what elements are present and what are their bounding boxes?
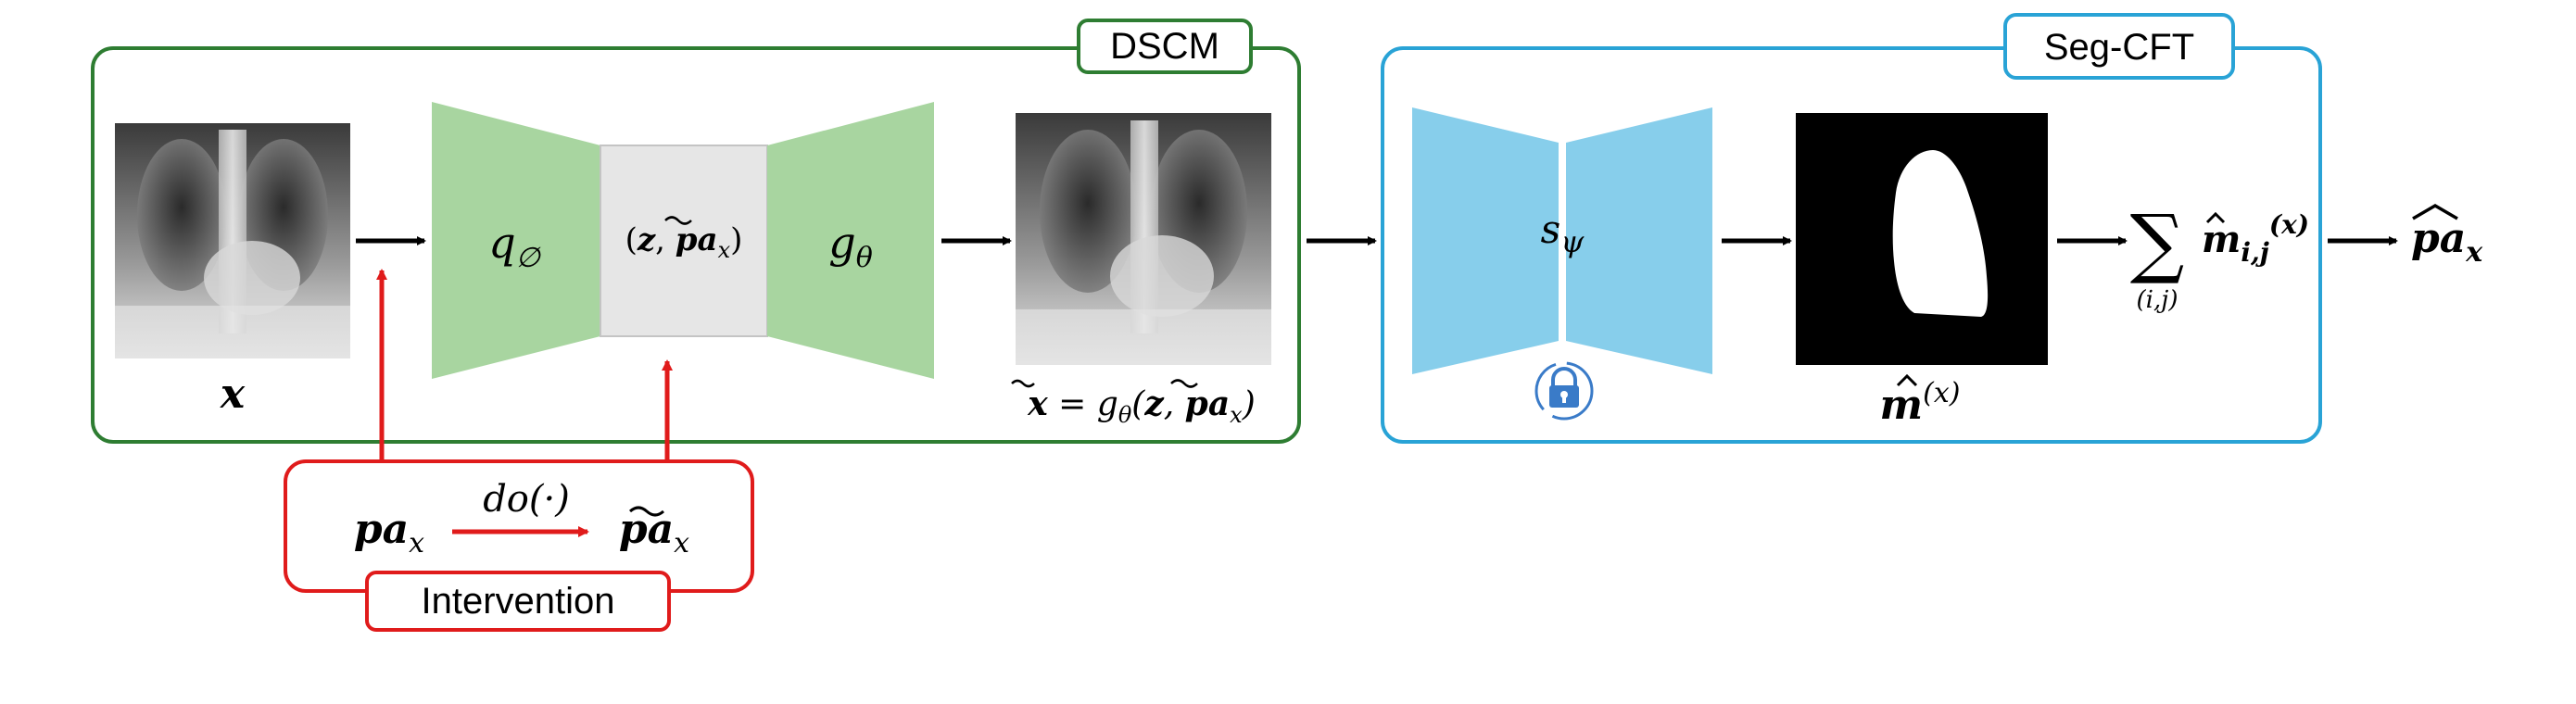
intervention-group: pax do(·) pax Intervention	[284, 269, 754, 632]
latent-block	[600, 145, 768, 337]
latent-pa-tilde	[664, 216, 692, 225]
intervention-label-box	[365, 571, 671, 632]
input-label: x	[220, 371, 246, 418]
decoder-block	[767, 102, 934, 379]
segcft-label: Seg-CFT	[2044, 27, 2194, 68]
intervention-pa-tilde: pax	[619, 506, 689, 559]
intervention-tilde	[629, 506, 664, 517]
dscm-group: DSCM x q∅ (z, pax) gθ	[91, 19, 1301, 444]
output-xray-image	[1016, 113, 1271, 365]
output-x-tilde	[1011, 379, 1035, 388]
input-xray-image	[115, 123, 350, 358]
lock-icon	[1534, 361, 1594, 421]
sum-subscript: (i,j)	[2137, 286, 2178, 314]
output-pa-tilde	[1170, 379, 1198, 388]
encoder-label: q∅	[488, 218, 541, 274]
intervention-do: do(·)	[483, 478, 570, 521]
seg-model-left	[1412, 107, 1559, 374]
mask-label: m(x)	[1880, 377, 1961, 429]
segcft-frame	[1381, 46, 2322, 444]
segcft-group: Seg-CFT sψ m(x) ∑ (i,j) mi,j(x)	[1381, 13, 2322, 444]
encoder-block	[432, 102, 600, 379]
dscm-label: DSCM	[1110, 26, 1219, 67]
output-label: x = gθ(z, pax)	[1027, 384, 1256, 428]
dscm-label-box	[1077, 19, 1253, 74]
latent-label: (z, pax)	[625, 221, 743, 263]
segcft-label-box	[2003, 13, 2235, 80]
dscm-frame	[91, 46, 1301, 444]
sum-term: mi,j(x)	[2202, 209, 2309, 268]
decoder-label: gθ	[828, 218, 873, 274]
intervention-pa: pax	[354, 506, 424, 559]
intervention-label: Intervention	[421, 581, 614, 622]
seg-model-right	[1566, 107, 1712, 374]
mask-hat	[1896, 373, 1918, 387]
sum-symbol: ∑	[2130, 199, 2185, 287]
final-output: pax	[2411, 215, 2483, 269]
final-output-hat	[2412, 203, 2458, 220]
sum-term-hat	[2205, 211, 2226, 224]
mask-image	[1796, 113, 2048, 365]
seg-model-label: sψ	[1541, 207, 1585, 259]
